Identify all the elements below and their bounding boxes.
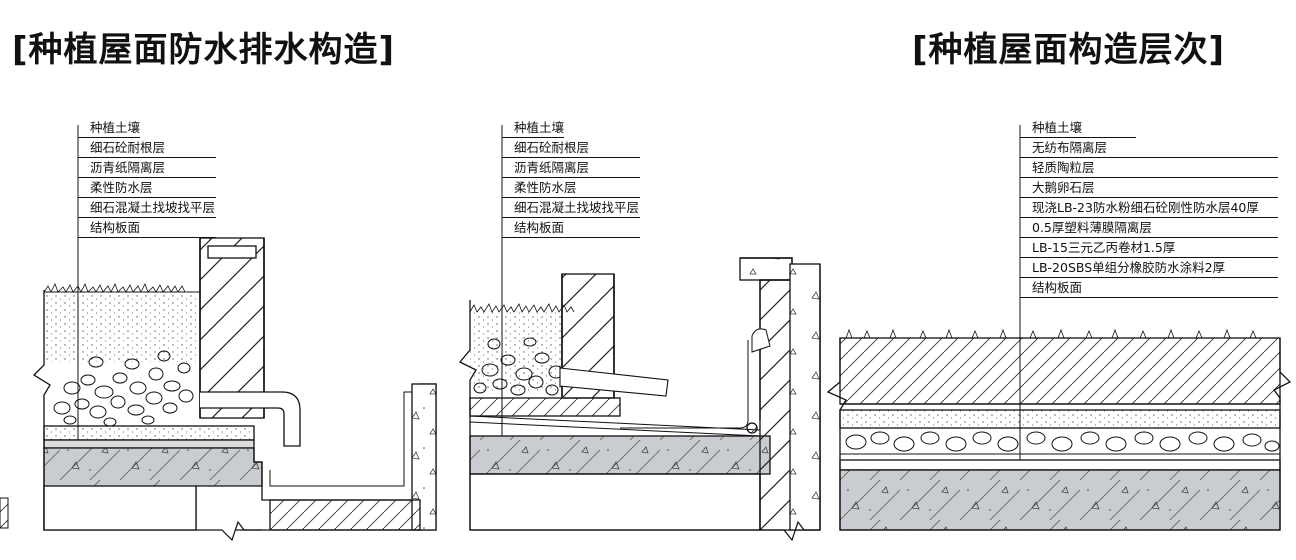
- detail-left-label: 种植土壤: [90, 120, 141, 135]
- leader-rule: [78, 237, 216, 238]
- leader-rule: [1020, 137, 1137, 138]
- leader-rule: [1020, 277, 1278, 278]
- detail-right-label: LB-15三元乙丙卷材1.5厚: [1032, 240, 1176, 255]
- detail-left-label: 细石混凝土找坡找平层: [90, 200, 216, 215]
- detail-right-label: 无纺布隔离层: [1032, 140, 1108, 155]
- leader-rule: [502, 177, 640, 178]
- leader-rule: [1020, 257, 1278, 258]
- detail-left-label: 柔性防水层: [90, 180, 153, 195]
- leader-rule: [1020, 157, 1278, 158]
- leader-rule: [502, 197, 640, 198]
- leader-rule: [78, 137, 141, 138]
- detail-middle-label: 细石混凝土找坡找平层: [514, 200, 640, 215]
- detail-right-label: 结构板面: [1032, 280, 1083, 295]
- detail-left-label: 细石砼耐根层: [90, 140, 166, 155]
- detail-middle: [458, 125, 821, 542]
- detail-right-label: 种植土壤: [1032, 120, 1083, 135]
- leader-rule: [78, 177, 216, 178]
- edge-fragment: [0, 497, 9, 529]
- detail-right-label: 现浇LB-23防水粉细石砼刚性防水层40厚: [1032, 200, 1259, 215]
- detail-middle-label: 种植土壤: [514, 120, 565, 135]
- detail-right-label: LB-20SBS单组分橡胶防水涂料2厚: [1032, 260, 1226, 275]
- leader-rule: [502, 237, 640, 238]
- leader-rule: [502, 157, 640, 158]
- detail-middle-label: 柔性防水层: [514, 180, 577, 195]
- detail-right: [826, 125, 1292, 531]
- leader-rule: [78, 197, 216, 198]
- detail-middle-label: 沥青纸隔离层: [514, 160, 590, 175]
- detail-left-label: 结构板面: [90, 220, 141, 235]
- detail-left: [32, 125, 437, 542]
- leader-rule: [1020, 217, 1278, 218]
- leader-rule: [1020, 177, 1278, 178]
- detail-right-label: 轻质陶粒层: [1032, 160, 1095, 175]
- leader-rule: [78, 157, 216, 158]
- leader-rule: [502, 217, 640, 218]
- leader-rule: [502, 137, 565, 138]
- title-planting-roof-layers: [种植屋面构造层次]: [912, 30, 1226, 70]
- detail-right-label: 大鹅卵石层: [1032, 180, 1095, 195]
- detail-middle-label: 结构板面: [514, 220, 565, 235]
- leader-rule: [1020, 297, 1278, 298]
- detail-middle-label: 细石砼耐根层: [514, 140, 590, 155]
- title-planting-roof-drainage: [种植屋面防水排水构造]: [12, 30, 396, 70]
- detail-left-label: 沥青纸隔离层: [90, 160, 166, 175]
- detail-right-label: 0.5厚塑料薄膜隔离层: [1032, 220, 1152, 235]
- leader-rule: [1020, 197, 1278, 198]
- leader-rule: [1020, 237, 1278, 238]
- leader-rule: [78, 217, 216, 218]
